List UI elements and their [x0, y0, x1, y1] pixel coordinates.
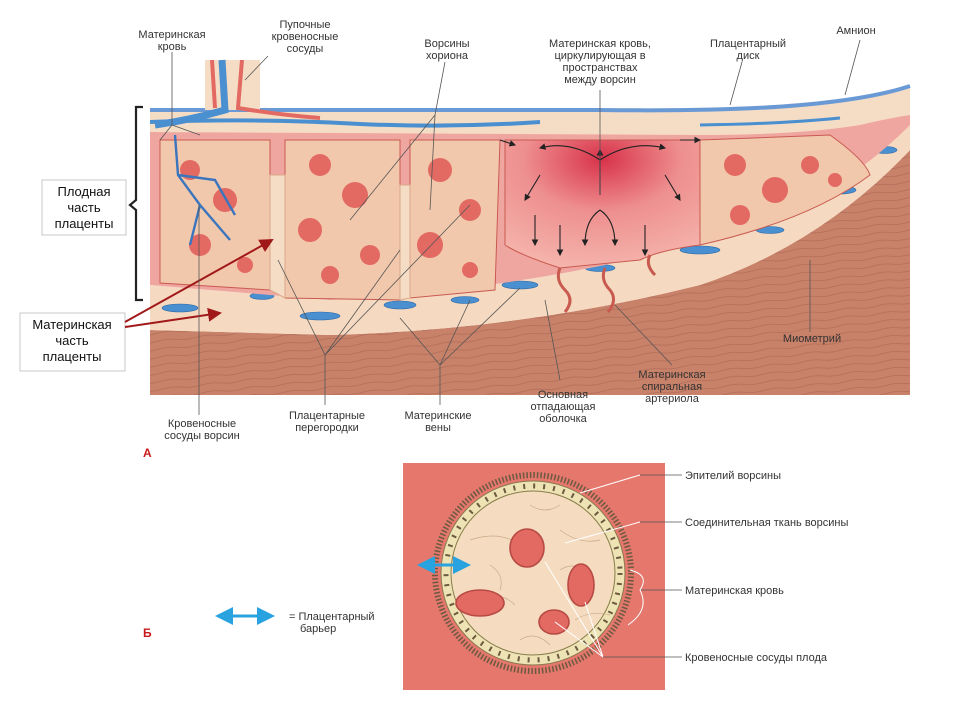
svg-text:барьер: барьер: [300, 623, 336, 635]
svg-text:артериола: артериола: [645, 393, 700, 405]
villus-vessels: [173, 134, 237, 246]
label-septa: Плацентарные перегородки: [289, 410, 365, 434]
label-amnion: Амнион: [836, 25, 875, 37]
svg-text:плаценты: плаценты: [55, 216, 114, 231]
legend-placental-barrier: = Плацентарный барьер: [215, 607, 375, 635]
svg-text:Материнская: Материнская: [138, 29, 205, 41]
svg-text:Материнская кровь,: Материнская кровь,: [549, 38, 651, 50]
label-villus-epithelium: Эпителий ворсины: [685, 470, 781, 482]
label-fetal-part: Плодная часть плаценты: [55, 184, 114, 231]
svg-text:часть: часть: [67, 200, 100, 215]
svg-text:Материнские: Материнские: [404, 410, 471, 422]
myometrium-layer: [150, 150, 910, 395]
svg-text:вены: вены: [425, 422, 451, 434]
svg-text:хориона: хориона: [426, 50, 469, 62]
maternal-part-arrows: [124, 239, 274, 328]
svg-text:спиральная: спиральная: [642, 381, 702, 393]
svg-text:Кровеносные: Кровеносные: [168, 418, 236, 430]
svg-text:пространствах: пространствах: [563, 62, 638, 74]
label-villus-connective: Соединительная ткань ворсины: [685, 517, 848, 529]
svg-text:диск: диск: [737, 50, 760, 62]
svg-text:циркулирующая в: циркулирующая в: [554, 50, 645, 62]
label-fetal-vessels: Кровеносные сосуды плода: [685, 652, 828, 664]
svg-text:Плацентарные: Плацентарные: [289, 410, 365, 422]
svg-text:между ворсин: между ворсин: [564, 74, 636, 86]
svg-text:перегородки: перегородки: [295, 422, 359, 434]
villus-cross-section: [403, 463, 665, 690]
intervillous-blood-pool: [504, 139, 701, 269]
label-maternal-part: Материнская часть плаценты: [32, 317, 111, 364]
label-intervillous-blood: Материнская кровь, циркулирующая в прост…: [549, 38, 651, 86]
label-maternal-blood: Материнская кровь: [138, 29, 205, 53]
svg-text:Основная: Основная: [538, 389, 588, 401]
svg-text:отпадающая: отпадающая: [531, 401, 596, 413]
svg-text:Ворсины: Ворсины: [424, 38, 469, 50]
svg-text:оболочка: оболочка: [539, 413, 587, 425]
fetal-part-brace: [128, 105, 143, 302]
svg-text:Плодная: Плодная: [57, 184, 110, 199]
svg-text:= Плацентарный: = Плацентарный: [289, 611, 375, 623]
svg-text:кровеносные: кровеносные: [272, 31, 339, 43]
amnion-line: [150, 84, 911, 113]
svg-text:Пупочные: Пупочные: [279, 19, 330, 31]
svg-text:Плацентарный: Плацентарный: [710, 38, 786, 50]
svg-text:Материнская: Материнская: [638, 369, 705, 381]
label-myometrium: Миометрий: [783, 333, 841, 345]
svg-text:Материнская: Материнская: [32, 317, 111, 332]
label-villus-vessels: Кровеносные сосуды ворсин: [164, 418, 239, 442]
label-maternal-blood-b: Материнская кровь: [685, 585, 784, 597]
label-chorionic-villi: Ворсины хориона: [424, 38, 469, 62]
svg-text:часть: часть: [55, 333, 88, 348]
panel-letter-a: А: [143, 446, 152, 460]
svg-text:сосуды: сосуды: [287, 43, 324, 55]
svg-text:сосуды ворсин: сосуды ворсин: [164, 430, 239, 442]
spiral-arterioles: [556, 254, 657, 313]
umbilical-cord: [154, 59, 321, 129]
svg-text:плаценты: плаценты: [43, 349, 102, 364]
fetal-vessels: [455, 528, 595, 635]
leader-lines-b: [544, 474, 682, 658]
panel-letter-b: Б: [143, 626, 152, 640]
label-spiral-arteriole: Материнская спиральная артериола: [638, 369, 705, 405]
label-umbilical-vessels: Пупочные кровеносные сосуды: [272, 19, 339, 55]
label-maternal-veins: Материнские вены: [404, 410, 471, 434]
svg-text:кровь: кровь: [158, 41, 187, 53]
placenta-section: [149, 59, 911, 395]
label-decidua-basalis: Основная отпадающая оболочка: [531, 389, 596, 425]
label-chorionic-plate: Плацентарный диск: [710, 38, 786, 62]
leader-lines-a: [159, 39, 861, 415]
